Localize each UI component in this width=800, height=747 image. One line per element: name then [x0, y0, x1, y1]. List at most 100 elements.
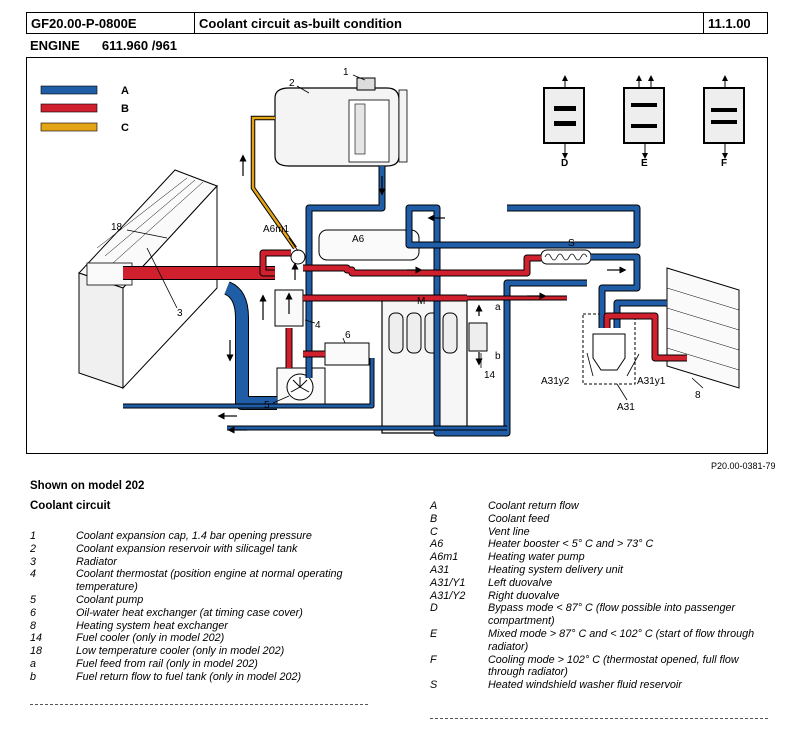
- legend-key: A: [430, 500, 438, 512]
- legend-row: 1 Coolant expansion cap, 1.4 bar opening …: [30, 530, 375, 543]
- legend-text: Radiator: [76, 555, 117, 568]
- mode-icon-f: [703, 75, 745, 159]
- legend-text: Coolant feed: [488, 512, 550, 525]
- legend-text: Fuel cooler (only in model 202): [76, 632, 225, 645]
- legend-key: 5: [30, 593, 37, 606]
- expansion-reservoir: [274, 77, 408, 167]
- label-e: E: [641, 158, 648, 169]
- legend-key: C: [430, 525, 438, 538]
- legend-key: 3: [30, 555, 37, 568]
- mode-icon-d: [543, 75, 585, 159]
- label-f: F: [721, 158, 727, 169]
- key-letter-c: C: [121, 122, 129, 134]
- legend-text: Heating system heat exchanger: [76, 619, 228, 632]
- legend-text: Heater booster < 5° C and > 73° C: [488, 538, 654, 551]
- legend-key: 18: [30, 645, 43, 658]
- divider-right: [430, 718, 768, 719]
- legend-left: 1 Coolant expansion cap, 1.4 bar opening …: [30, 530, 375, 684]
- legend-text: Heating system delivery unit: [488, 563, 624, 576]
- fuel-cooler: [468, 322, 488, 352]
- legend-text: Fuel feed from rail (only in model 202): [76, 657, 258, 670]
- coolant-circuit-diagram: A B C: [26, 57, 768, 454]
- label-m: M: [417, 296, 425, 307]
- coolant-pump: [276, 367, 326, 407]
- label-5: 5: [264, 400, 270, 411]
- legend-row: A6 Heater booster < 5° C and > 73° C: [430, 538, 775, 551]
- engine-block: [381, 297, 468, 434]
- heater-booster: [318, 229, 420, 261]
- component-labels: 1 2 3 4 5 6 8 14 18 A6 A6m1 S M a b A31y…: [111, 67, 727, 413]
- heat-exchanger-8: [666, 267, 740, 389]
- label-a31: A31: [617, 402, 635, 413]
- label-a6m1: A6m1: [263, 224, 290, 235]
- legend-text: Coolant expansion cap, 1.4 bar opening p…: [76, 530, 312, 542]
- label-s: S: [568, 238, 575, 249]
- engine-label: ENGINE: [30, 38, 80, 53]
- legend-text: Vent line: [488, 525, 530, 538]
- legend-text: Cooling mode > 102° C (thermostat opened…: [488, 653, 739, 679]
- legend-key: S: [430, 679, 438, 692]
- legend-key: 8: [30, 619, 37, 632]
- legend-key: A6: [430, 538, 444, 551]
- doc-code: GF20.00-P-0800E: [27, 13, 195, 33]
- legend-key: B: [430, 512, 438, 525]
- legend-key: A31/Y1: [430, 576, 466, 589]
- label-14: 14: [484, 370, 496, 381]
- legend-key: D: [430, 602, 438, 615]
- legend-row: 3 Radiator: [30, 556, 375, 569]
- label-d: D: [561, 158, 568, 169]
- legend-key: b: [30, 670, 37, 683]
- legend-row: b Fuel return flow to fuel tank (only in …: [30, 671, 375, 684]
- legend-text: Heated windshield washer fluid reservoir: [488, 679, 682, 692]
- color-key: A B C: [40, 85, 129, 134]
- legend-row: 18 Low temperature cooler (only in model …: [30, 645, 375, 658]
- label-3: 3: [177, 308, 183, 319]
- radiator: [78, 169, 218, 390]
- mode-icon-e: [623, 75, 665, 159]
- legend-row: S Heated windshield washer fluid reservoi…: [430, 679, 775, 692]
- key-swatch-c: [40, 122, 98, 132]
- legend-key: A31/Y2: [430, 589, 466, 602]
- legend-text: Heating water pump: [488, 551, 585, 564]
- legend-row: A Coolant return flow: [430, 500, 775, 513]
- flow-arrows: [217, 154, 627, 434]
- header-table: GF20.00-P-0800E Coolant circuit as-built…: [26, 12, 768, 34]
- legend-key: A31: [430, 563, 450, 576]
- legend-key: 1: [30, 530, 37, 542]
- legend-text: Coolant expansion reservoir with silicag…: [76, 542, 298, 555]
- legend-key: 6: [30, 606, 37, 619]
- figure-reference: P20.00-0381-79: [711, 461, 776, 471]
- label-8: 8: [695, 390, 701, 401]
- legend-text: Coolant thermostat (position engine at n…: [76, 568, 343, 594]
- label-6: 6: [345, 330, 351, 341]
- legend-text: Coolant return flow: [488, 500, 579, 512]
- washer-fluid-reservoir: [540, 249, 592, 265]
- legend-row: a Fuel feed from rail (only in model 202): [30, 658, 375, 671]
- oil-water-heat-exchanger: [324, 342, 370, 366]
- label-a31y1: A31y1: [637, 376, 666, 387]
- feed-flow-lines: [123, 249, 687, 368]
- legend-row: 5 Coolant pump: [30, 594, 375, 607]
- legend-text: Low temperature cooler (only in model 20…: [76, 645, 285, 658]
- legend-key: 4: [30, 568, 37, 581]
- legend-text: Coolant pump: [76, 593, 144, 606]
- thermostat-mode-icons: [543, 75, 745, 159]
- legend-key: a: [30, 657, 37, 670]
- key-letter-b: B: [121, 103, 129, 115]
- return-flow-lines: [123, 166, 667, 437]
- label-a31y2: A31y2: [541, 376, 570, 387]
- legend-text: Fuel return flow to fuel tank (only in m…: [76, 670, 302, 683]
- legend-row: 4 Coolant thermostat (position engine at …: [30, 568, 375, 594]
- label-1: 1: [343, 67, 349, 78]
- diagram-svg: A B C: [40, 67, 745, 437]
- heating-water-pump: [290, 249, 306, 265]
- legend-row: 8 Heating system heat exchanger: [30, 620, 375, 633]
